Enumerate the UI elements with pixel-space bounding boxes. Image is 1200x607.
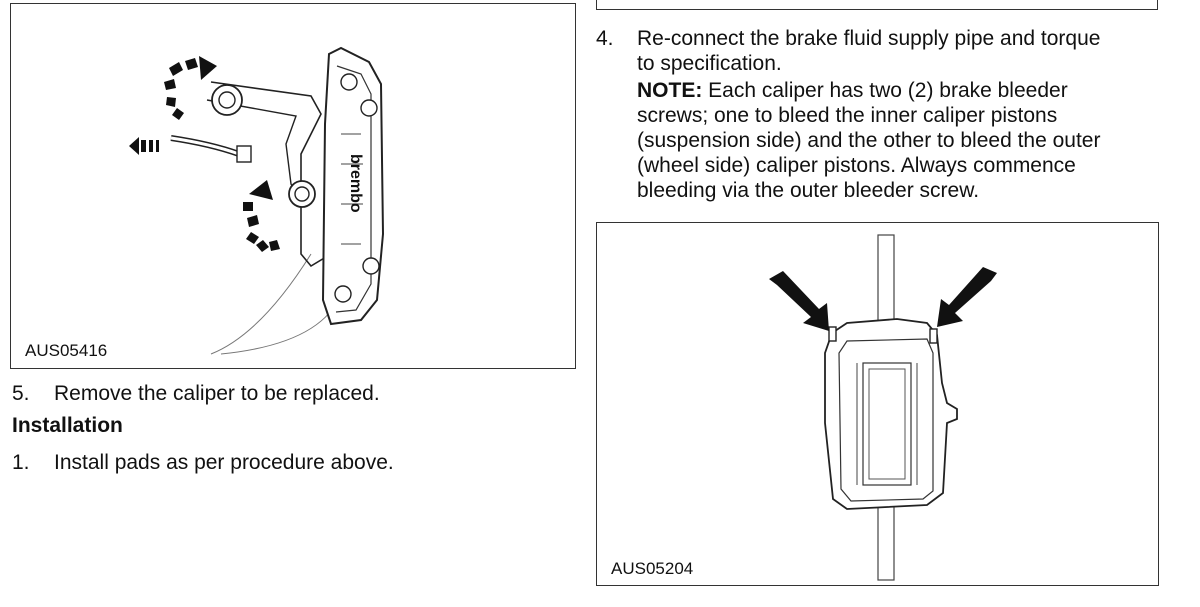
step-number: 4. — [596, 27, 614, 50]
note-label: NOTE: — [637, 79, 703, 102]
step-number: 1. — [12, 451, 30, 474]
caliper-removal-illustration: brembo — [129, 46, 385, 355]
step-text: Remove the caliper to be replaced. — [54, 382, 380, 405]
note: NOTE: Each caliper has two (2) brake ble… — [637, 78, 1177, 103]
step-text: Install pads as per procedure above. — [54, 451, 394, 474]
step-4: 4. Re-connect the brake fluid supply pip… — [596, 26, 1176, 211]
note-text-line: screws; one to bleed the inner caliper p… — [637, 104, 1058, 127]
hose-disconnect-arrow-icon — [129, 137, 159, 155]
rotate-arrow-bottom-icon — [243, 180, 280, 252]
note-text-line: (suspension side) and the other to bleed… — [637, 129, 1101, 152]
figure-bleeder-screws: AUS05204 — [596, 222, 1159, 586]
previous-figure-box-edge — [596, 0, 1158, 10]
step-number: 5. — [12, 382, 30, 405]
step-1: 1. Install pads as per procedure above. — [12, 450, 572, 475]
note-text-line: bleeding via the outer bleeder screw. — [637, 179, 980, 202]
figure-id-label: AUS05204 — [611, 559, 694, 578]
bleeder-arrow-right-icon — [937, 267, 997, 327]
step-text-line: to specification. — [637, 52, 782, 75]
step-text-line: Re-connect the brake fluid supply pipe a… — [637, 27, 1101, 50]
note-text-line: (wheel side) caliper pistons. Always com… — [637, 154, 1076, 177]
figure-id-label: AUS05416 — [25, 341, 108, 360]
note-text-line: Each caliper has two (2) brake bleeder — [702, 79, 1068, 102]
step-5: 5. Remove the caliper to be replaced. — [12, 381, 572, 406]
bleeder-screws-illustration — [769, 234, 997, 581]
figure-caliper-removal: brembo AUS05416 — [10, 3, 576, 369]
installation-heading: Installation — [12, 414, 123, 437]
rotate-arrow-top-icon — [164, 56, 217, 120]
bleeder-arrow-left-icon — [769, 271, 829, 331]
caliper-brand-text: brembo — [347, 154, 364, 213]
